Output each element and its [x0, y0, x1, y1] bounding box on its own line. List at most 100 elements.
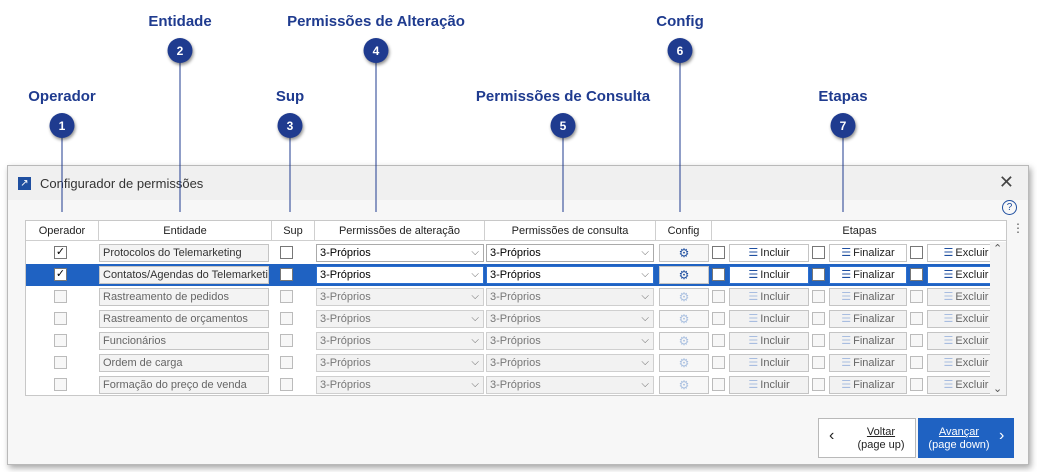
- config-button[interactable]: ⚙: [659, 354, 709, 372]
- operador-checkbox[interactable]: ✓: [54, 246, 67, 259]
- operador-checkbox[interactable]: [54, 312, 67, 325]
- excluir-checkbox[interactable]: [910, 246, 923, 259]
- column-header-consulta[interactable]: Permissões de consulta: [485, 221, 656, 241]
- operador-checkbox[interactable]: [54, 378, 67, 391]
- incluir-button[interactable]: ☰Incluir: [729, 332, 809, 350]
- finalizar-checkbox[interactable]: [812, 312, 825, 325]
- finalizar-button[interactable]: ☰Finalizar: [829, 310, 907, 328]
- finalizar-button[interactable]: ☰Finalizar: [829, 288, 907, 306]
- vertical-scrollbar[interactable]: ⌃ ⌄: [990, 242, 1006, 395]
- consulta-select[interactable]: 3-Próprios ⌵: [486, 310, 654, 328]
- sup-checkbox[interactable]: [280, 290, 293, 303]
- incluir-checkbox[interactable]: [712, 378, 725, 391]
- table-row[interactable]: Funcionários 3-Próprios ⌵ 3-Próprios ⌵ ⚙…: [26, 330, 1006, 352]
- incluir-button[interactable]: ☰Incluir: [729, 376, 809, 394]
- config-button[interactable]: ⚙: [659, 332, 709, 350]
- sup-checkbox[interactable]: [280, 268, 293, 281]
- config-button[interactable]: ⚙: [659, 266, 709, 284]
- operador-checkbox[interactable]: [54, 356, 67, 369]
- finalizar-checkbox[interactable]: [812, 290, 825, 303]
- incluir-button[interactable]: ☰Incluir: [729, 266, 809, 284]
- config-button[interactable]: ⚙: [659, 244, 709, 262]
- finalizar-checkbox[interactable]: [812, 334, 825, 347]
- operador-checkbox[interactable]: [54, 334, 67, 347]
- config-button[interactable]: ⚙: [659, 288, 709, 306]
- next-button[interactable]: Avançar (page down) ›: [918, 418, 1014, 458]
- finalizar-button[interactable]: ☰Finalizar: [829, 354, 907, 372]
- finalizar-checkbox[interactable]: [812, 356, 825, 369]
- column-header-sup[interactable]: Sup: [272, 221, 315, 241]
- excluir-checkbox[interactable]: [910, 268, 923, 281]
- consulta-select[interactable]: 3-Próprios ⌵: [486, 288, 654, 306]
- incluir-checkbox[interactable]: [712, 290, 725, 303]
- sup-checkbox[interactable]: [280, 246, 293, 259]
- kebab-menu-icon[interactable]: ⋮: [1012, 221, 1024, 235]
- finalizar-button[interactable]: ☰Finalizar: [829, 376, 907, 394]
- excluir-checkbox[interactable]: [910, 290, 923, 303]
- alteracao-select[interactable]: 3-Próprios ⌵: [316, 310, 484, 328]
- consulta-select[interactable]: 3-Próprios ⌵: [486, 332, 654, 350]
- chevron-left-icon: ‹: [829, 427, 835, 444]
- table-row[interactable]: Rastreamento de pedidos 3-Próprios ⌵ 3-P…: [26, 286, 1006, 308]
- table-row[interactable]: ✓ Contatos/Agendas do Telemarketing 3-Pr…: [26, 264, 1006, 286]
- consulta-select[interactable]: 3-Próprios ⌵: [486, 376, 654, 394]
- column-header-config[interactable]: Config: [656, 221, 712, 241]
- column-header-etapas[interactable]: Etapas: [712, 221, 1006, 241]
- finalizar-checkbox[interactable]: [812, 378, 825, 391]
- incluir-button[interactable]: ☰Incluir: [729, 310, 809, 328]
- excluir-button[interactable]: ☰Excluir: [927, 354, 1005, 372]
- consulta-select[interactable]: 3-Próprios ⌵: [486, 244, 654, 262]
- sup-checkbox[interactable]: [280, 334, 293, 347]
- sup-checkbox[interactable]: [280, 312, 293, 325]
- finalizar-button[interactable]: ☰Finalizar: [829, 244, 907, 262]
- help-icon[interactable]: ?: [1002, 200, 1017, 215]
- scroll-up-icon[interactable]: ⌃: [993, 243, 1003, 255]
- table-row[interactable]: Rastreamento de orçamentos 3-Próprios ⌵ …: [26, 308, 1006, 330]
- table-row[interactable]: ✓ Protocolos do Telemarketing 3-Próprios…: [26, 242, 1006, 264]
- excluir-button[interactable]: ☰Excluir: [927, 266, 1005, 284]
- config-button[interactable]: ⚙: [659, 310, 709, 328]
- alteracao-select[interactable]: 3-Próprios ⌵: [316, 288, 484, 306]
- alteracao-select[interactable]: 3-Próprios ⌵: [316, 332, 484, 350]
- finalizar-button[interactable]: ☰Finalizar: [829, 332, 907, 350]
- column-header-operador[interactable]: Operador: [26, 221, 99, 241]
- alteracao-select[interactable]: 3-Próprios ⌵: [316, 266, 484, 284]
- operador-checkbox[interactable]: ✓: [54, 268, 67, 281]
- excluir-button[interactable]: ☰Excluir: [927, 288, 1005, 306]
- finalizar-button[interactable]: ☰Finalizar: [829, 266, 907, 284]
- alteracao-select[interactable]: 3-Próprios ⌵: [316, 376, 484, 394]
- close-button[interactable]: ✕: [998, 172, 1014, 192]
- scroll-down-icon[interactable]: ⌄: [993, 383, 1003, 395]
- table-row[interactable]: Formação do preço de venda 3-Próprios ⌵ …: [26, 374, 1006, 395]
- incluir-button[interactable]: ☰Incluir: [729, 354, 809, 372]
- back-button[interactable]: ‹ Voltar (page up): [818, 418, 916, 458]
- alteracao-select[interactable]: 3-Próprios ⌵: [316, 354, 484, 372]
- excluir-button[interactable]: ☰Excluir: [927, 376, 1005, 394]
- table-row[interactable]: Ordem de carga 3-Próprios ⌵ 3-Próprios ⌵…: [26, 352, 1006, 374]
- excluir-button[interactable]: ☰Excluir: [927, 244, 1005, 262]
- excluir-button[interactable]: ☰Excluir: [927, 332, 1005, 350]
- finalizar-checkbox[interactable]: [812, 268, 825, 281]
- incluir-button[interactable]: ☰Incluir: [729, 244, 809, 262]
- sup-checkbox[interactable]: [280, 356, 293, 369]
- excluir-checkbox[interactable]: [910, 378, 923, 391]
- incluir-checkbox[interactable]: [712, 312, 725, 325]
- column-header-alteracao[interactable]: Permissões de alteração: [315, 221, 485, 241]
- incluir-checkbox[interactable]: [712, 268, 725, 281]
- sup-checkbox[interactable]: [280, 378, 293, 391]
- finalizar-checkbox[interactable]: [812, 246, 825, 259]
- incluir-button[interactable]: ☰Incluir: [729, 288, 809, 306]
- incluir-checkbox[interactable]: [712, 246, 725, 259]
- excluir-button[interactable]: ☰Excluir: [927, 310, 1005, 328]
- consulta-select[interactable]: 3-Próprios ⌵: [486, 266, 654, 284]
- excluir-checkbox[interactable]: [910, 356, 923, 369]
- excluir-checkbox[interactable]: [910, 334, 923, 347]
- config-button[interactable]: ⚙: [659, 376, 709, 394]
- alteracao-select[interactable]: 3-Próprios ⌵: [316, 244, 484, 262]
- consulta-select[interactable]: 3-Próprios ⌵: [486, 354, 654, 372]
- incluir-checkbox[interactable]: [712, 356, 725, 369]
- column-header-entidade[interactable]: Entidade: [99, 221, 272, 241]
- operador-checkbox[interactable]: [54, 290, 67, 303]
- excluir-checkbox[interactable]: [910, 312, 923, 325]
- incluir-checkbox[interactable]: [712, 334, 725, 347]
